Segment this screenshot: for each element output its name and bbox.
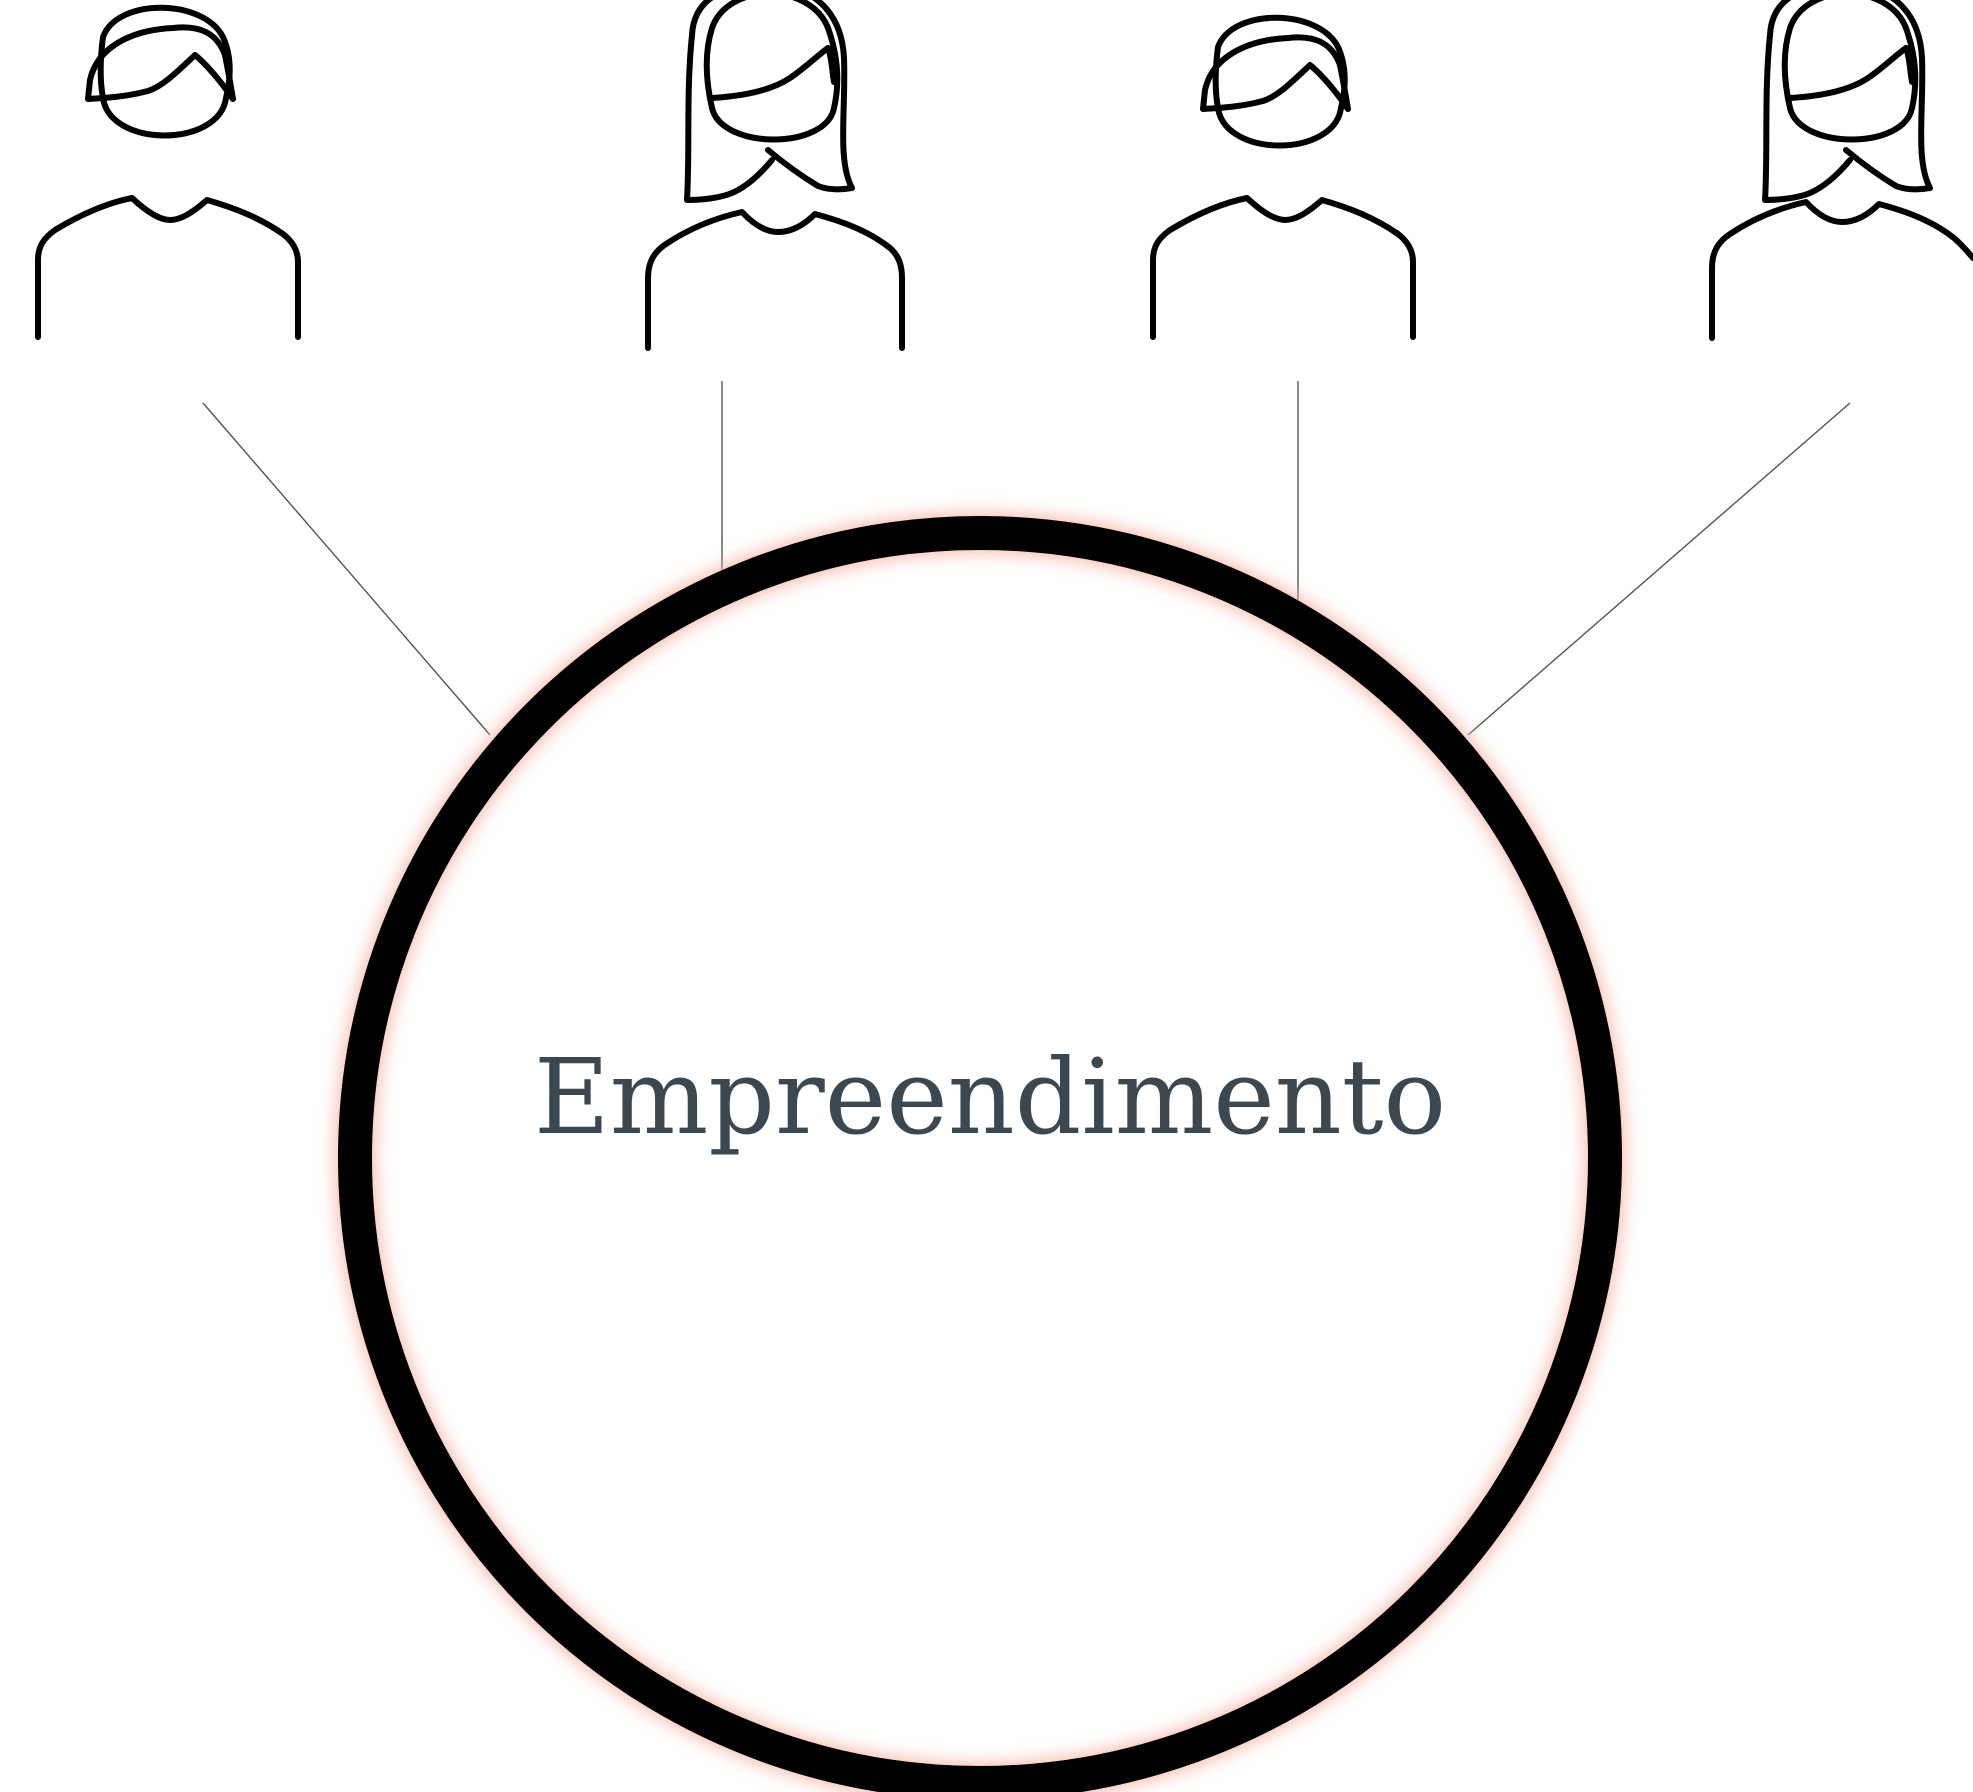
female-person-icon (1709, 0, 1973, 341)
female-person-icon (645, 0, 905, 351)
connector-line-4 (1467, 402, 1851, 736)
center-node: Empreendimento (336, 514, 1624, 1792)
male-person-icon (35, 4, 301, 340)
connector-line-1 (202, 402, 491, 736)
center-circle (338, 516, 1622, 1792)
connector-lines (202, 381, 1851, 736)
male-person-icon (1150, 14, 1416, 340)
center-label: Empreendimento (534, 1036, 1446, 1158)
